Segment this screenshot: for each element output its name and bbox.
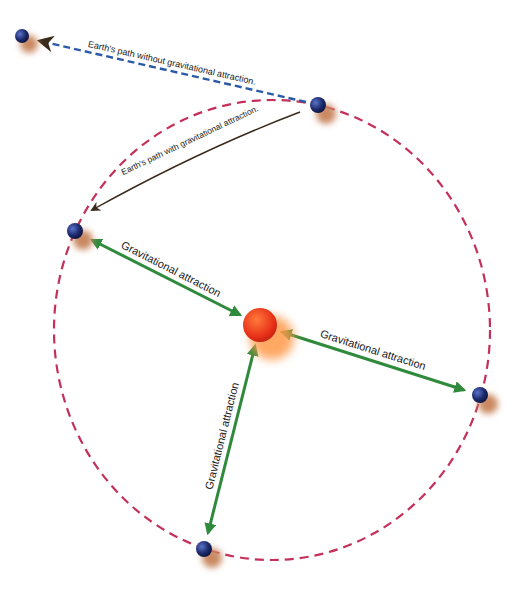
path-label: Earth's path without gravitational attra… (85, 38, 259, 87)
earth (67, 223, 93, 250)
gravity-arrow (92, 240, 240, 315)
earth (310, 97, 336, 124)
curved-path-arrow (92, 112, 300, 210)
sun (243, 308, 277, 342)
gravity-arrow (282, 332, 464, 390)
earth (472, 387, 498, 414)
orbit-path (54, 100, 490, 560)
earth (15, 29, 38, 53)
earth (196, 541, 222, 568)
tangent-path (40, 41, 306, 102)
path-label: Earth's path with gravitational attracti… (118, 103, 262, 178)
force-label: Gravitational attraction (117, 238, 224, 301)
